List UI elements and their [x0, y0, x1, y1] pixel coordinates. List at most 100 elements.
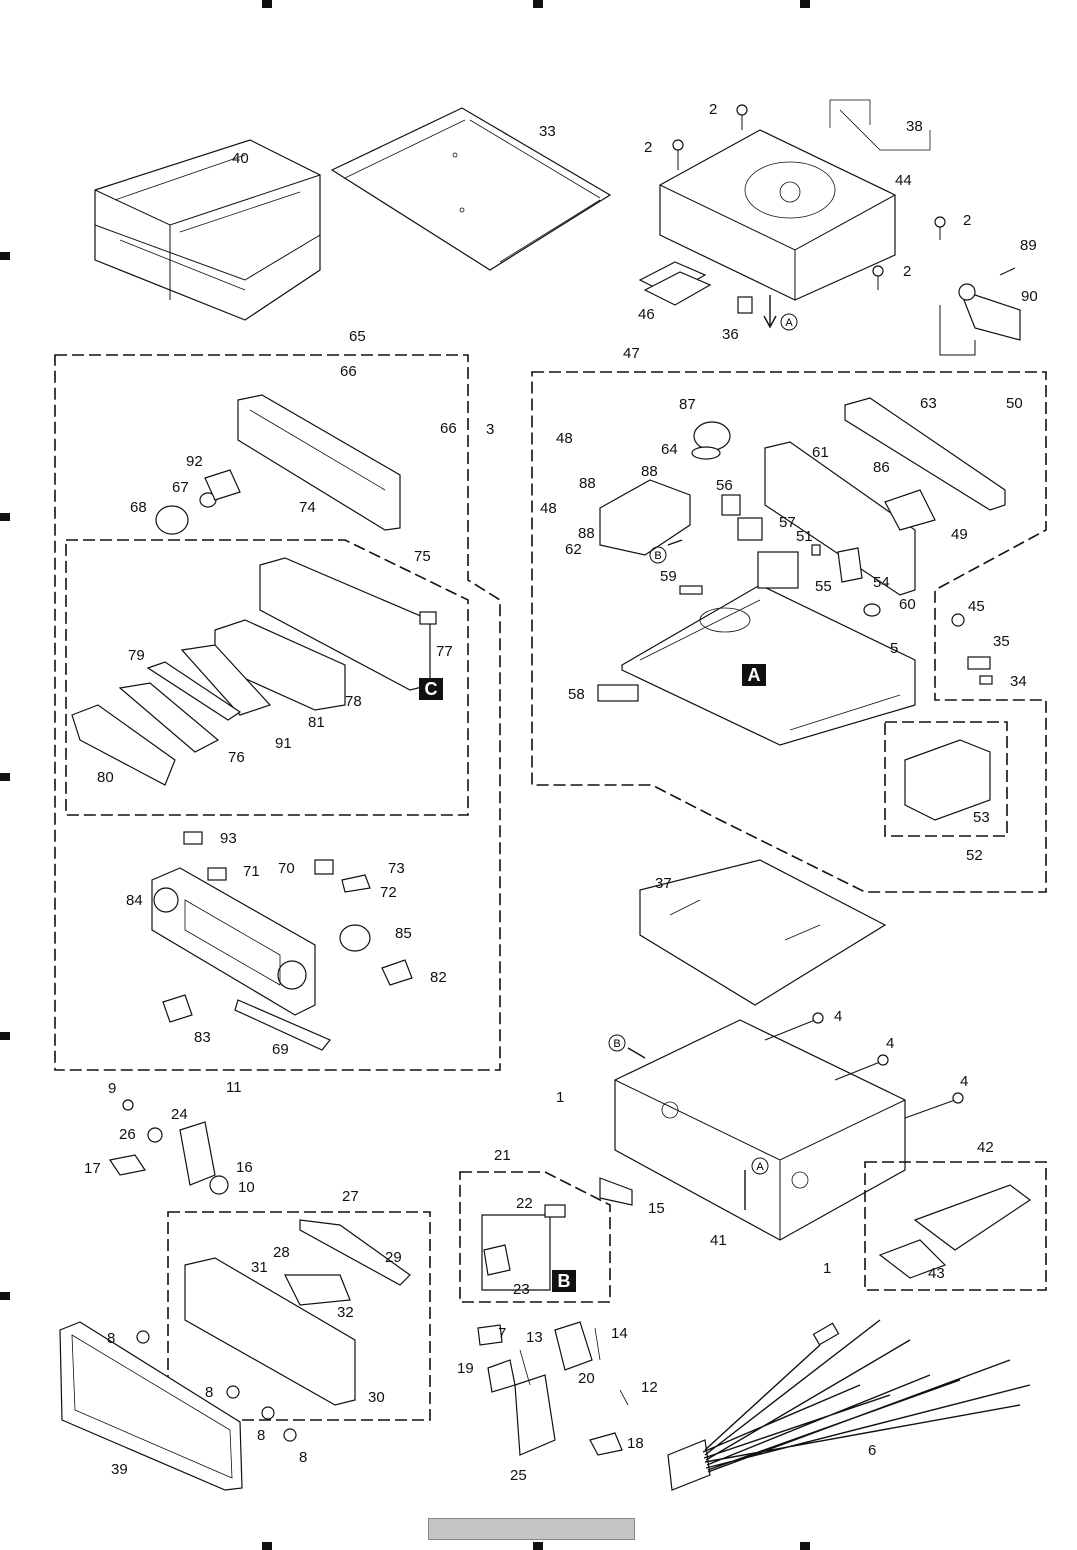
callout-58: 58	[568, 686, 585, 703]
marker-a-circle-chassis	[751, 1157, 769, 1175]
section-label-a-box	[742, 664, 766, 686]
screws-part-4	[764, 1012, 964, 1119]
marker-b-circle-chassis	[608, 1034, 626, 1052]
callout-13: 13	[526, 1329, 543, 1346]
group-box-52	[884, 721, 1008, 837]
callout-labels: 1 1 2 2 2 2 3 4 4 4 5 6 7 8 8 8 8 9 10 1…	[84, 101, 1038, 1484]
callout-51: 51	[796, 528, 813, 545]
bracket-part-74	[237, 394, 401, 531]
callout-8-b: 8	[205, 1384, 213, 1401]
marker-a-chassis: A	[756, 1161, 764, 1173]
group-box-65	[54, 354, 501, 1071]
callout-80: 80	[97, 769, 114, 786]
callout-2-bottom: 2	[903, 263, 911, 280]
callout-8-a: 8	[107, 1330, 115, 1347]
callout-9: 9	[108, 1080, 116, 1097]
callout-48-a: 48	[556, 430, 573, 447]
group-box-47	[531, 371, 1047, 893]
group-box-21-b	[459, 1171, 611, 1303]
marker-b-bracket: B	[654, 550, 661, 562]
callout-75: 75	[414, 548, 431, 565]
callout-41: 41	[710, 1232, 727, 1249]
callout-85: 85	[395, 925, 412, 942]
section-label-c-box	[419, 678, 443, 700]
callout-62: 62	[565, 541, 582, 558]
callout-18: 18	[627, 1435, 644, 1452]
callout-86: 86	[873, 459, 890, 476]
callout-26: 26	[119, 1126, 136, 1143]
lower-mid-mechanism	[477, 1321, 629, 1456]
arrow-down-a	[763, 295, 777, 329]
callout-71: 71	[243, 863, 260, 880]
callout-50: 50	[1006, 395, 1023, 412]
marker-a-top: A	[785, 317, 793, 329]
callout-74: 74	[299, 499, 316, 516]
bracket-part-15	[599, 1177, 633, 1206]
sheets-part-46	[638, 261, 712, 306]
remote-part-42	[878, 1184, 1032, 1279]
callout-81: 81	[308, 714, 325, 731]
callout-33: 33	[539, 123, 556, 140]
registration-mark-top-2	[533, 0, 543, 8]
callout-23: 23	[513, 1281, 530, 1298]
callout-2-top: 2	[709, 101, 717, 118]
registration-mark-bottom-2	[533, 1542, 543, 1550]
case-part-40	[94, 139, 321, 321]
callout-8-c: 8	[257, 1427, 265, 1444]
callout-4-b: 4	[886, 1035, 894, 1052]
callout-55: 55	[815, 578, 832, 595]
callout-70: 70	[278, 860, 295, 877]
callout-7: 7	[498, 1325, 506, 1342]
registration-mark-left-4	[0, 1032, 10, 1040]
shield-part-33	[330, 107, 612, 271]
callout-60: 60	[899, 596, 916, 613]
registration-mark-top-3	[800, 0, 810, 8]
screw-part-45	[951, 613, 965, 627]
small-parts-panel	[162, 831, 413, 1051]
callout-22: 22	[516, 1195, 533, 1212]
registration-mark-left-5	[0, 1292, 10, 1300]
callout-66-a: 66	[340, 363, 357, 380]
callout-27: 27	[342, 1188, 359, 1205]
spacer-part-36	[737, 296, 753, 314]
chassis-part-41	[614, 1019, 906, 1241]
group-box-75-c	[65, 539, 469, 816]
marker-a-circle-top	[780, 313, 798, 331]
callout-66-b: 66	[440, 420, 457, 437]
faceplate-frame-part-27	[184, 1219, 411, 1406]
callout-20: 20	[578, 1370, 595, 1387]
registration-mark-top-1	[262, 0, 272, 8]
callout-84: 84	[126, 892, 143, 909]
callout-76: 76	[228, 749, 245, 766]
marker-b-circle-bracket	[649, 546, 667, 564]
group-box-27	[167, 1211, 431, 1421]
callout-14: 14	[611, 1325, 628, 1342]
callout-45: 45	[968, 598, 985, 615]
section-label-c: C	[425, 679, 438, 699]
registration-mark-bottom-1	[262, 1542, 272, 1550]
registration-mark-left-2	[0, 513, 10, 521]
knob-part-87	[691, 421, 731, 460]
marker-b-chassis: B	[613, 1038, 620, 1050]
callout-72: 72	[380, 884, 397, 901]
callout-29: 29	[385, 1249, 402, 1266]
callout-12: 12	[641, 1379, 658, 1396]
group-box-42	[864, 1161, 1047, 1291]
callout-2-left: 2	[644, 139, 652, 156]
screw-group-2	[672, 104, 946, 290]
callout-10: 10	[238, 1179, 255, 1196]
connectors-a	[597, 489, 936, 702]
callout-48-b: 48	[540, 500, 557, 517]
callout-42: 42	[977, 1139, 994, 1156]
callout-36: 36	[722, 326, 739, 343]
board-part-53	[904, 739, 991, 821]
page-footer-bar	[428, 1518, 635, 1540]
arrow-b-bracket	[667, 539, 683, 546]
knob-part-90	[939, 267, 1021, 356]
callout-61: 61	[812, 444, 829, 461]
callout-87: 87	[679, 396, 696, 413]
callout-28: 28	[273, 1244, 290, 1261]
callout-73: 73	[388, 860, 405, 877]
knob-part-68	[155, 469, 241, 535]
